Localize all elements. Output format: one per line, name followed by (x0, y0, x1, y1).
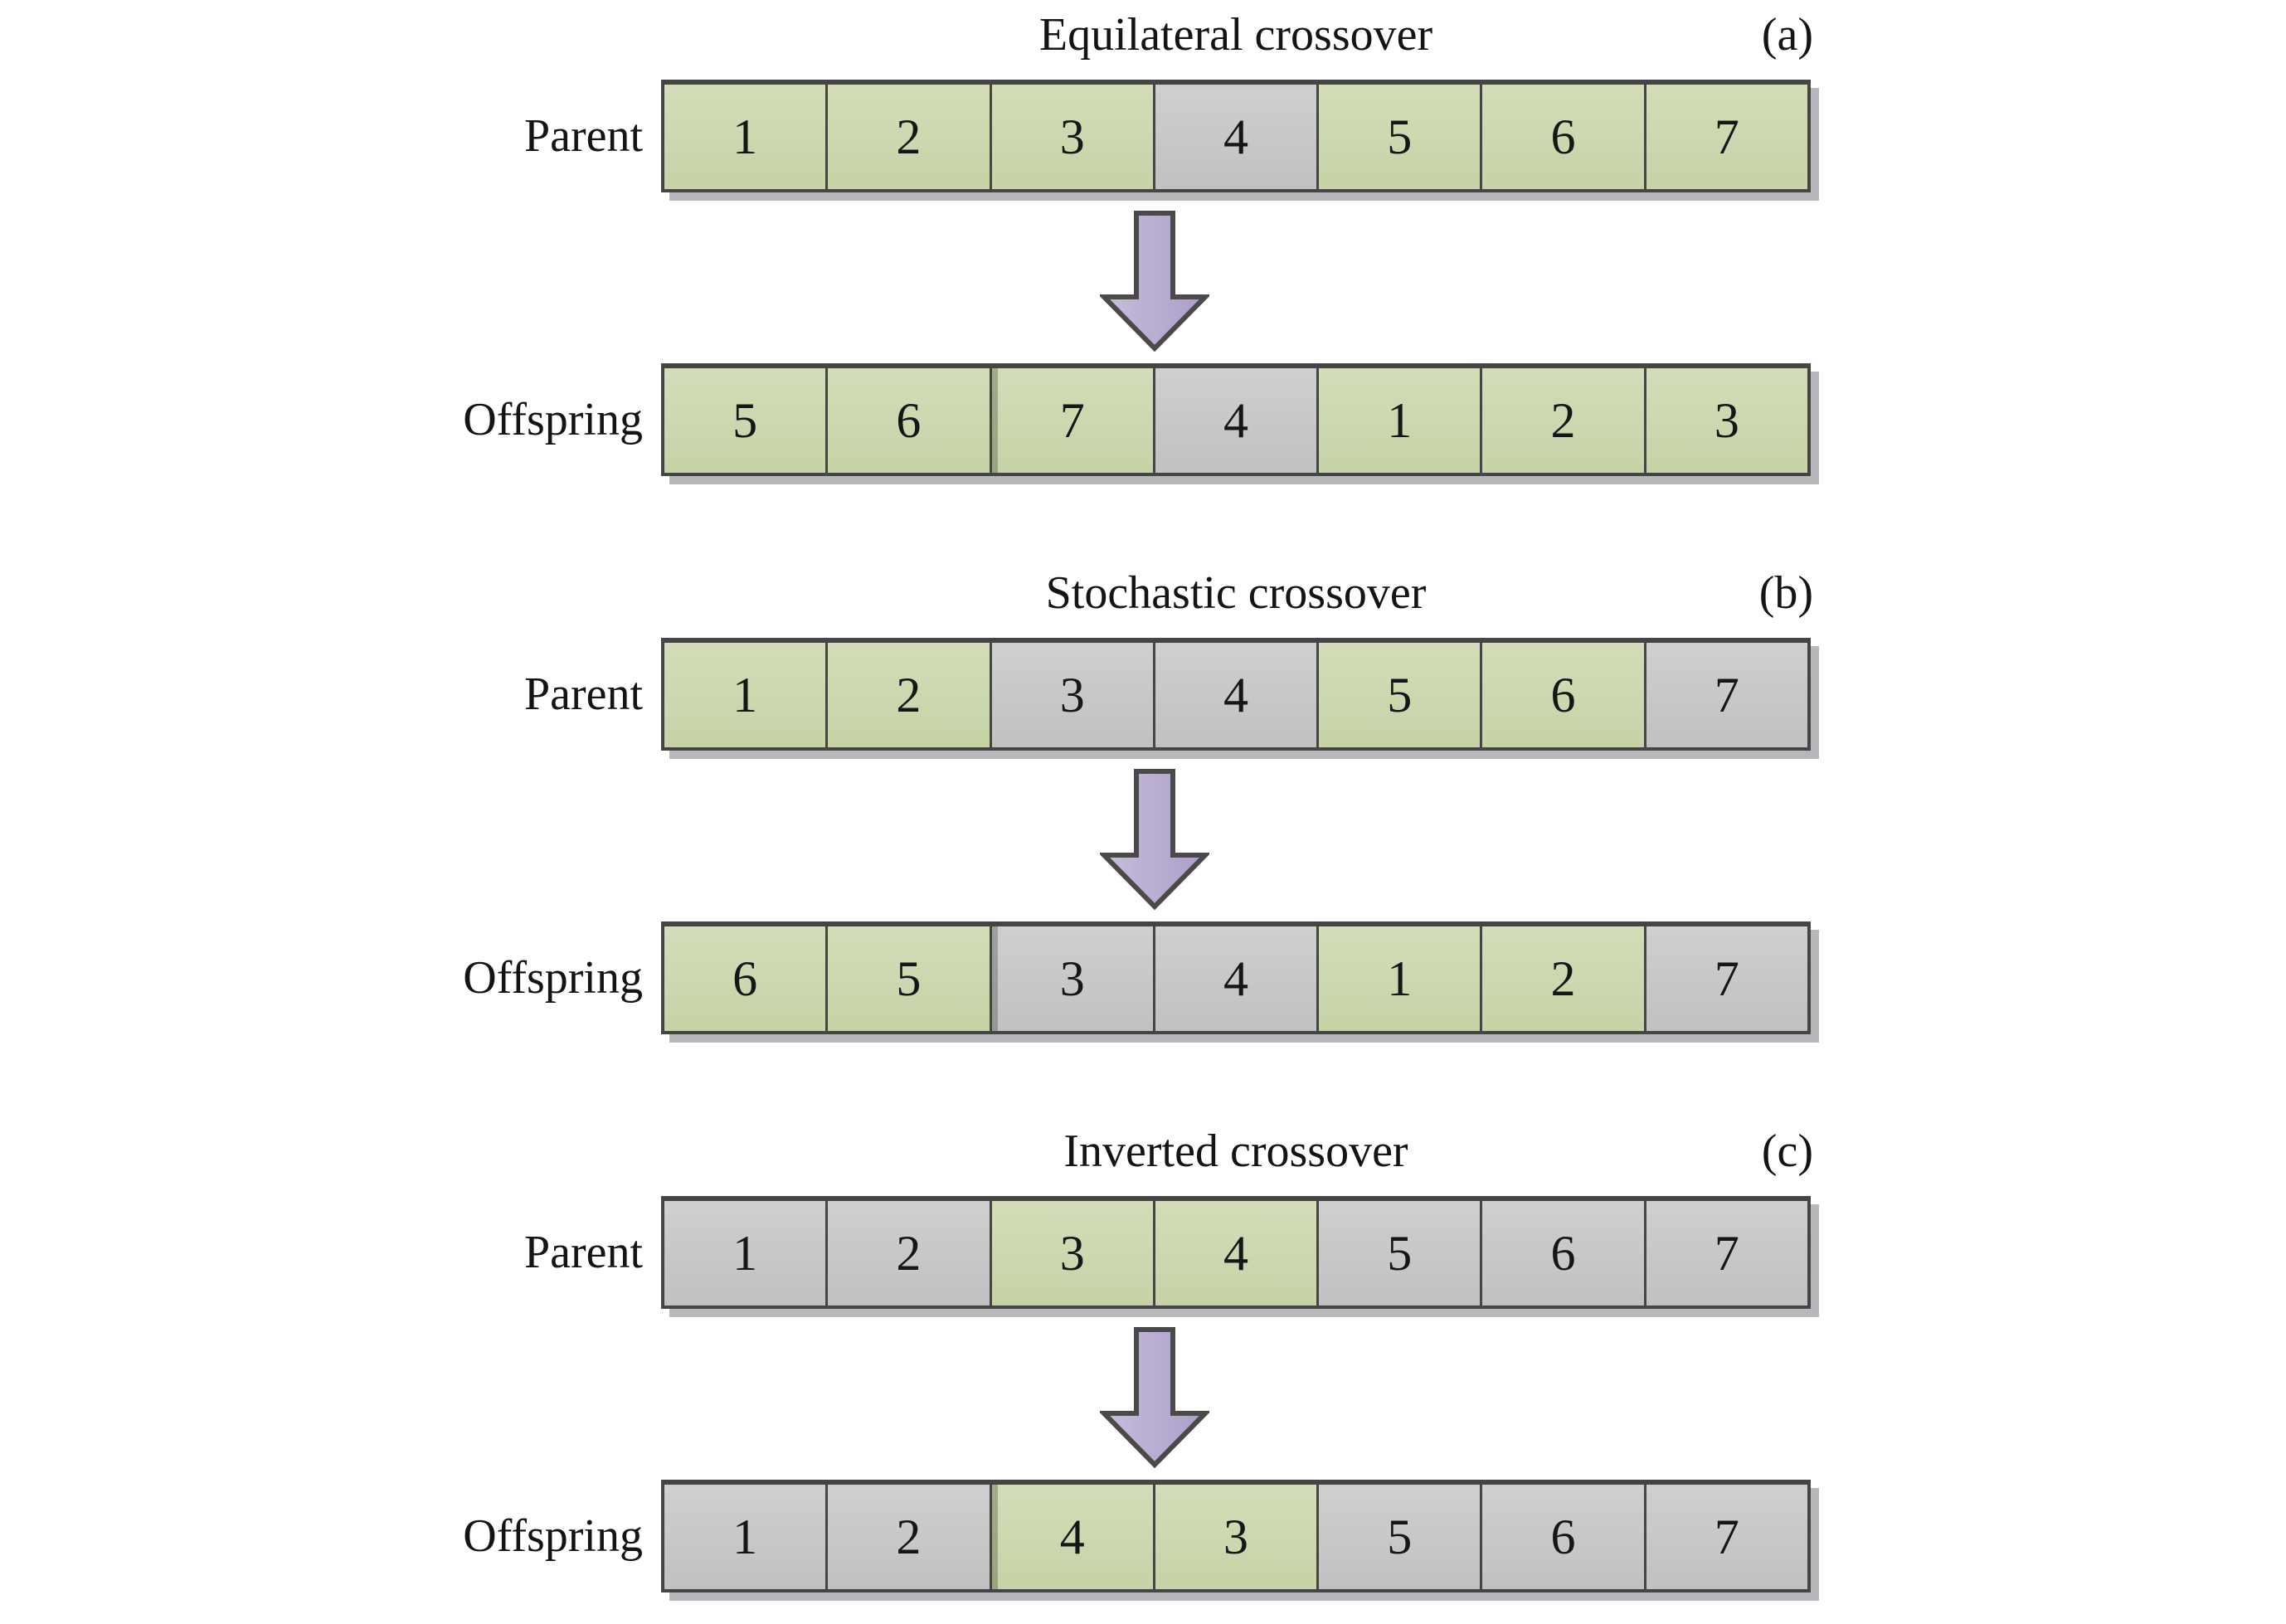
panel-tag: (a) (1761, 9, 1813, 61)
gene-cell: 4 (1152, 926, 1317, 1031)
gene-cell: 3 (989, 85, 1153, 189)
gene-cell: 1 (664, 1485, 826, 1589)
gene-cell: 1 (664, 643, 826, 747)
gene-cell: 3 (989, 643, 1153, 747)
gene-cell: 3 (989, 1201, 1153, 1306)
offspring-label: Offspring (463, 952, 643, 1004)
gene-cell: 2 (825, 1485, 990, 1589)
offspring-label: Offspring (463, 394, 643, 445)
down-arrow-icon (1100, 211, 1209, 353)
down-arrow-icon (1100, 1327, 1209, 1469)
gene-cell: 6 (1480, 85, 1644, 189)
gene-cell: 2 (1480, 926, 1644, 1031)
gene-cell: 5 (1316, 85, 1481, 189)
parent-label: Parent (523, 1227, 643, 1278)
gene-cell: 4 (1152, 85, 1317, 189)
parent-label: Parent (523, 110, 643, 162)
offspring-label: Offspring (463, 1510, 643, 1562)
gene-cell: 7 (1643, 1201, 1807, 1306)
gene-cell: 1 (1316, 926, 1481, 1031)
gene-cell: 5 (664, 368, 826, 473)
panel-title: Equilateral crossover (1038, 9, 1433, 61)
down-arrow-icon (1100, 769, 1209, 911)
gene-cell: 4 (1152, 643, 1317, 747)
gene-cell: 5 (1316, 643, 1481, 747)
gene-cell: 5 (1316, 1485, 1481, 1589)
gene-cell: 4 (1152, 368, 1317, 473)
gene-cell: 7 (989, 368, 1153, 473)
gene-cell: 7 (1643, 1485, 1807, 1589)
gene-cell: 7 (1643, 643, 1807, 747)
gene-cell: 3 (1152, 1485, 1317, 1589)
gene-cell: 6 (1480, 643, 1644, 747)
gene-cell: 7 (1643, 85, 1807, 189)
gene-cell: 2 (825, 1201, 990, 1306)
gene-cell: 5 (825, 926, 990, 1031)
gene-cell: 1 (1316, 368, 1481, 473)
parent-label: Parent (523, 669, 643, 720)
gene-cell: 3 (1643, 368, 1807, 473)
gene-cell: 6 (664, 926, 826, 1031)
gene-cell: 4 (1152, 1201, 1317, 1306)
gene-cell: 1 (664, 85, 826, 189)
gene-cell: 2 (825, 643, 990, 747)
gene-cell: 2 (1480, 368, 1644, 473)
panel-title: Inverted crossover (1063, 1126, 1408, 1177)
gene-cell: 5 (1316, 1201, 1481, 1306)
panel-title: Stochastic crossover (1045, 567, 1427, 619)
panel-tag: (c) (1761, 1126, 1813, 1177)
gene-cell: 2 (825, 85, 990, 189)
panel-tag: (b) (1758, 567, 1813, 619)
gene-cell: 6 (1480, 1485, 1644, 1589)
gene-cell: 6 (1480, 1201, 1644, 1306)
gene-cell: 3 (989, 926, 1153, 1031)
gene-cell: 7 (1643, 926, 1807, 1031)
gene-cell: 4 (989, 1485, 1153, 1589)
gene-cell: 6 (825, 368, 990, 473)
gene-cell: 1 (664, 1201, 826, 1306)
